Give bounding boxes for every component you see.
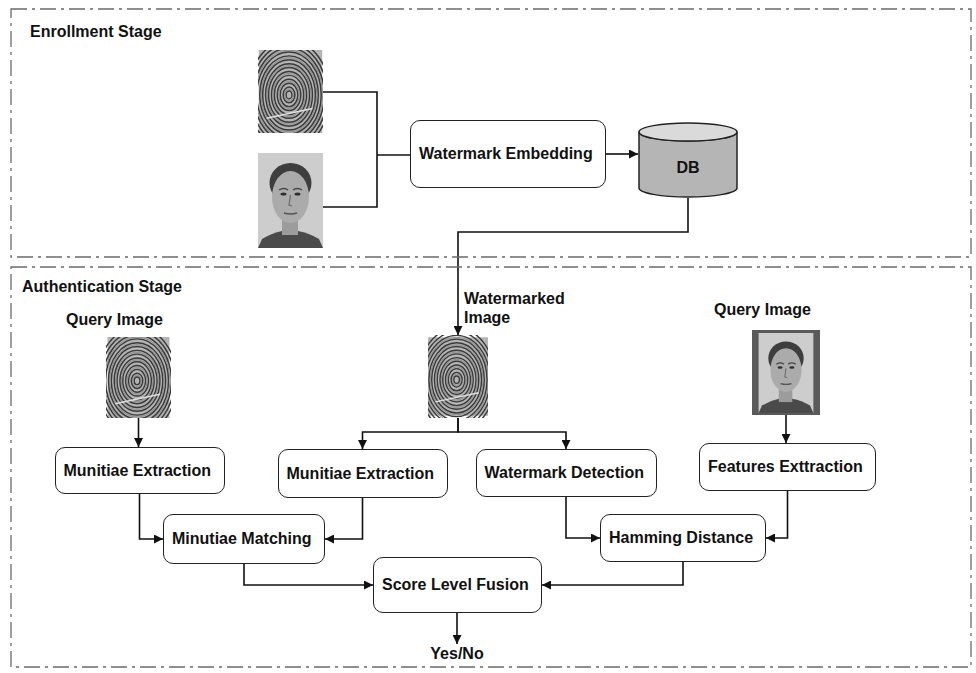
dash-dot-border (11, 267, 971, 667)
flow-arrow (785, 415, 787, 443)
image-node: Query Image (752, 330, 820, 415)
image-caption: Query Image (714, 300, 858, 319)
face-frame (752, 330, 820, 415)
box-label: Minutiae Matching (172, 529, 316, 548)
process-box: Hamming Distance (600, 514, 766, 562)
box-label: Munitiae Extraction (64, 461, 216, 480)
image-caption: Watermarked Image (464, 289, 576, 327)
flow-arrow (542, 562, 683, 585)
flow-arrow (606, 153, 638, 155)
output-label: Yes/No (417, 644, 497, 663)
process-box: Watermark Embedding (410, 120, 606, 188)
output-arrow (456, 613, 458, 644)
flow-arrow (244, 564, 373, 585)
image-node: Watermarked Image (428, 335, 488, 418)
box-label: Watermark Detection (485, 463, 648, 482)
merge-wire (323, 92, 377, 207)
process-box: Features Exttraction (699, 443, 876, 491)
label-anchor: Yes/No (0, 0, 80, 19)
flow-arrow (766, 491, 788, 538)
flow-arrow (140, 494, 164, 539)
box-label: Hamming Distance (609, 528, 757, 547)
box-label: Munitiae Extraction (287, 464, 439, 483)
box-label: Features Exttraction (708, 457, 867, 476)
process-box: Score Level Fusion (373, 557, 542, 613)
enrollment-images (248, 40, 330, 248)
face-image (258, 153, 323, 248)
flow-arrow (566, 497, 600, 538)
flow-arrow (363, 418, 459, 449)
cylinder-top (639, 123, 737, 141)
stage-region: Enrollment StageWatermark EmbeddingDB (10, 8, 972, 258)
fingerprint-image (248, 40, 330, 149)
flow-arrow (138, 418, 140, 447)
dash-dot-border (11, 9, 971, 257)
process-box: Watermark Detection (476, 449, 657, 497)
database-cylinder: DB (638, 122, 738, 198)
box-label: Score Level Fusion (382, 575, 533, 594)
region-heading: Enrollment Stage (30, 22, 976, 41)
process-box: Munitiae Extraction (278, 449, 448, 498)
image-caption: Query Image (66, 310, 211, 329)
face-image (759, 333, 814, 413)
process-box: Minutiae Matching (163, 514, 325, 564)
box-label: Watermark Embedding (419, 144, 597, 163)
connector-layer (139, 154, 788, 585)
process-box: Munitiae Extraction (55, 447, 225, 494)
stage-region: Authentication StageQuery ImageWatermark… (10, 266, 972, 668)
fingerprint-image (97, 327, 177, 434)
flow-arrow (458, 418, 566, 449)
fingerprint-image (418, 328, 496, 431)
flow-arrow (325, 498, 363, 539)
image-node: Query Image (106, 337, 171, 418)
database-label: DB (676, 158, 699, 177)
